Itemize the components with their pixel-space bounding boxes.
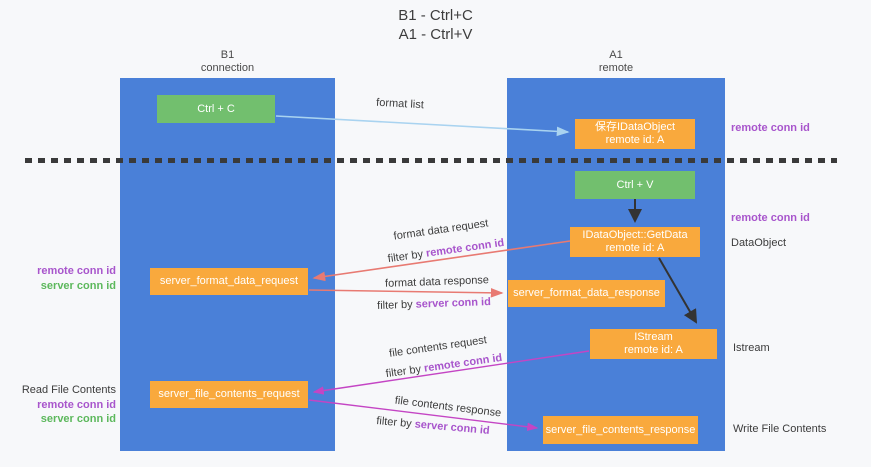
edge-label-file-contents-response: file contents response <box>394 394 502 420</box>
filter-prefix: filter by <box>385 362 425 381</box>
arrow-format-data-response <box>308 288 504 298</box>
edge-label-filter-server-1: filter by server conn id <box>377 296 491 312</box>
column-a1-sub: remote <box>598 62 634 74</box>
node-save-idataobject: 保存IDataObject remote id: A <box>575 119 695 149</box>
column-a1-name: A1 <box>609 49 623 61</box>
left-label-server-conn-id-2: server conn id <box>40 413 116 425</box>
node-istream-line2: remote id: A <box>624 344 683 356</box>
column-b1-name: B1 <box>220 49 235 61</box>
edge-label-format-data-request: format data request <box>392 217 490 243</box>
node-save-idataobject-line2: remote id: A <box>605 134 665 146</box>
left-label-server-conn-id-1: server conn id <box>40 280 116 292</box>
node-istream: IStream remote id: A <box>590 329 717 359</box>
filter-value-server: server conn id <box>414 418 491 437</box>
edge-label-format-list: format list <box>375 96 425 112</box>
node-istream-line1: IStream <box>634 331 673 343</box>
node-server-file-contents-request: server_file_contents_request <box>150 381 308 408</box>
node-save-idataobject-line1: 保存IDataObject <box>594 121 676 133</box>
node-server-format-data-request: server_format_data_request <box>150 268 308 295</box>
node-ctrl-c: Ctrl + C <box>157 95 275 123</box>
column-header-b1: B1 connection <box>120 49 335 75</box>
title-line-2: A1 - Ctrl+V <box>398 26 473 43</box>
session-separator-dashed-line <box>25 158 837 163</box>
node-ctrl-c-label: Ctrl + C <box>197 102 235 115</box>
node-getdata-line2: remote id: A <box>605 242 665 254</box>
edge-label-filter-server-2: filter by server conn id <box>376 415 490 437</box>
node-file-request-label: server_file_contents_request <box>158 388 300 400</box>
filter-value-remote: remote conn id <box>423 351 503 375</box>
node-idataobject-getdata: IDataObject::GetData remote id: A <box>570 227 700 257</box>
filter-prefix: filter by <box>387 247 427 266</box>
node-ctrl-v: Ctrl + V <box>575 171 695 199</box>
right-label-dataobject: DataObject <box>731 237 787 249</box>
left-label-remote-conn-id-2: remote conn id <box>37 399 116 411</box>
node-ctrl-v-label: Ctrl + V <box>616 178 654 191</box>
right-label-write-file-contents: Write File Contents <box>733 423 827 435</box>
right-label-remote-conn-id-1: remote conn id <box>731 122 810 134</box>
column-header-a1: A1 remote <box>507 49 725 75</box>
filter-prefix: filter by <box>375 415 416 431</box>
left-label-read-file-contents: Read File Contents <box>21 384 116 396</box>
diagram-title: B1 - Ctrl+C A1 - Ctrl+V <box>0 6 871 44</box>
filter-value-server: server conn id <box>415 296 492 311</box>
node-server-format-data-response: server_format_data_response <box>508 280 665 307</box>
node-getdata-line1: IDataObject::GetData <box>582 229 688 241</box>
column-b1-sub: connection <box>200 62 255 74</box>
right-label-remote-conn-id-2: remote conn id <box>731 212 810 224</box>
left-label-remote-conn-id-1: remote conn id <box>37 265 116 277</box>
edge-label-format-data-response: format data response <box>384 274 490 290</box>
right-label-istream: Istream <box>733 342 770 354</box>
filter-value-remote: remote conn id <box>425 236 505 260</box>
title-line-1: B1 - Ctrl+C <box>398 7 473 24</box>
filter-prefix: filter by <box>376 298 416 312</box>
node-file-response-label: server_file_contents_response <box>545 423 696 436</box>
node-format-request-label: server_format_data_request <box>159 275 299 287</box>
node-server-file-contents-response: server_file_contents_response <box>543 416 698 444</box>
node-format-response-label: server_format_data_response <box>513 287 660 299</box>
